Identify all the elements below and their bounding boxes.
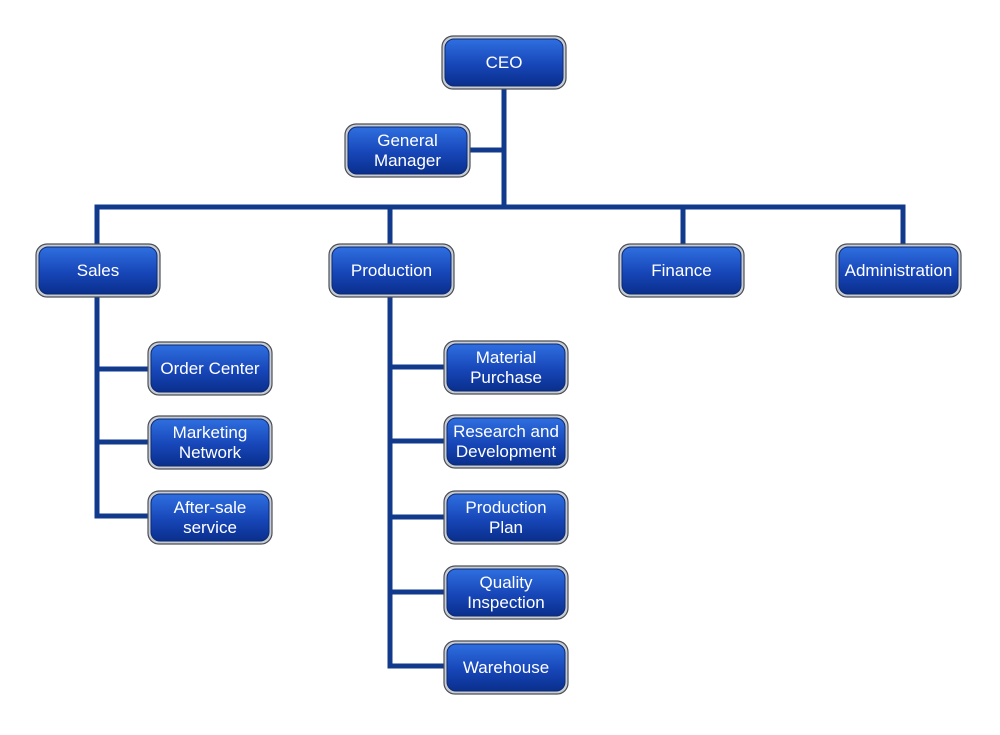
node-body	[446, 493, 566, 542]
node-label: Research and	[453, 422, 559, 441]
node-label: Production	[351, 261, 432, 280]
administration-node[interactable]: Administration	[835, 243, 962, 298]
sales-node[interactable]: Sales	[35, 243, 161, 298]
node-label: Production	[465, 498, 546, 517]
node-label: Warehouse	[463, 658, 549, 677]
node-label: General	[377, 131, 437, 150]
node-label: Administration	[845, 261, 953, 280]
node-label: Marketing	[173, 423, 248, 442]
connector-lines	[94, 85, 906, 669]
node-label: Quality	[480, 573, 533, 592]
node-label: Network	[179, 443, 242, 462]
node-body	[446, 643, 566, 692]
node-label: After-sale	[174, 498, 247, 517]
node-label: Inspection	[467, 593, 545, 612]
node-label: CEO	[486, 53, 523, 72]
node-body	[444, 38, 564, 87]
order-center-node[interactable]: Order Center	[147, 341, 273, 396]
warehouse-node[interactable]: Warehouse	[443, 640, 569, 695]
node-body	[446, 343, 566, 392]
node-body	[150, 418, 270, 467]
node-body	[621, 246, 742, 295]
node-label: Material	[476, 348, 536, 367]
node-body	[838, 246, 959, 295]
ceo-node[interactable]: CEO	[441, 35, 567, 90]
node-label: Development	[456, 442, 556, 461]
node-body	[446, 568, 566, 617]
node-body	[331, 246, 452, 295]
node-body	[347, 126, 468, 175]
node-label: Finance	[651, 261, 711, 280]
node-body	[38, 246, 158, 295]
production-node[interactable]: Production	[328, 243, 455, 298]
node-body	[150, 493, 270, 542]
node-body	[446, 417, 566, 466]
node-label: Order Center	[160, 359, 260, 378]
finance-node[interactable]: Finance	[618, 243, 745, 298]
node-label: service	[183, 518, 237, 537]
node-label: Manager	[374, 151, 441, 170]
node-body	[150, 344, 270, 393]
node-label: Purchase	[470, 368, 542, 387]
node-label: Plan	[489, 518, 523, 537]
node-label: Sales	[77, 261, 120, 280]
